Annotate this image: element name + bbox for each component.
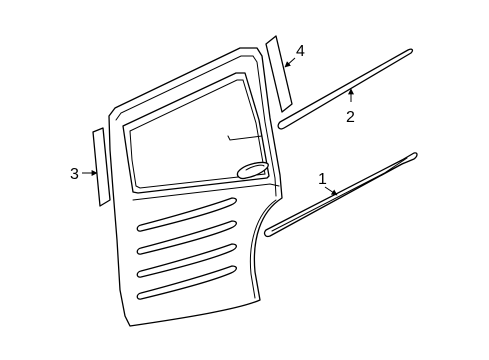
callout-2-label: 2 [346, 109, 355, 126]
callout-1: 1 [318, 171, 338, 196]
callout-4-arrow [284, 57, 296, 68]
callout-3-label: 3 [70, 166, 79, 183]
part-4-applique [265, 35, 293, 113]
part-1-body-molding [263, 152, 418, 238]
callout-3: 3 [70, 166, 98, 183]
callout-2: 2 [346, 88, 355, 126]
rear-door [108, 47, 283, 327]
callout-4-label: 4 [296, 43, 305, 60]
part-2-belt-molding [277, 48, 414, 130]
part-3-applique [92, 127, 111, 207]
callout-1-label: 1 [318, 171, 327, 188]
callout-1-arrow [324, 186, 338, 196]
callout-4: 4 [284, 43, 305, 68]
